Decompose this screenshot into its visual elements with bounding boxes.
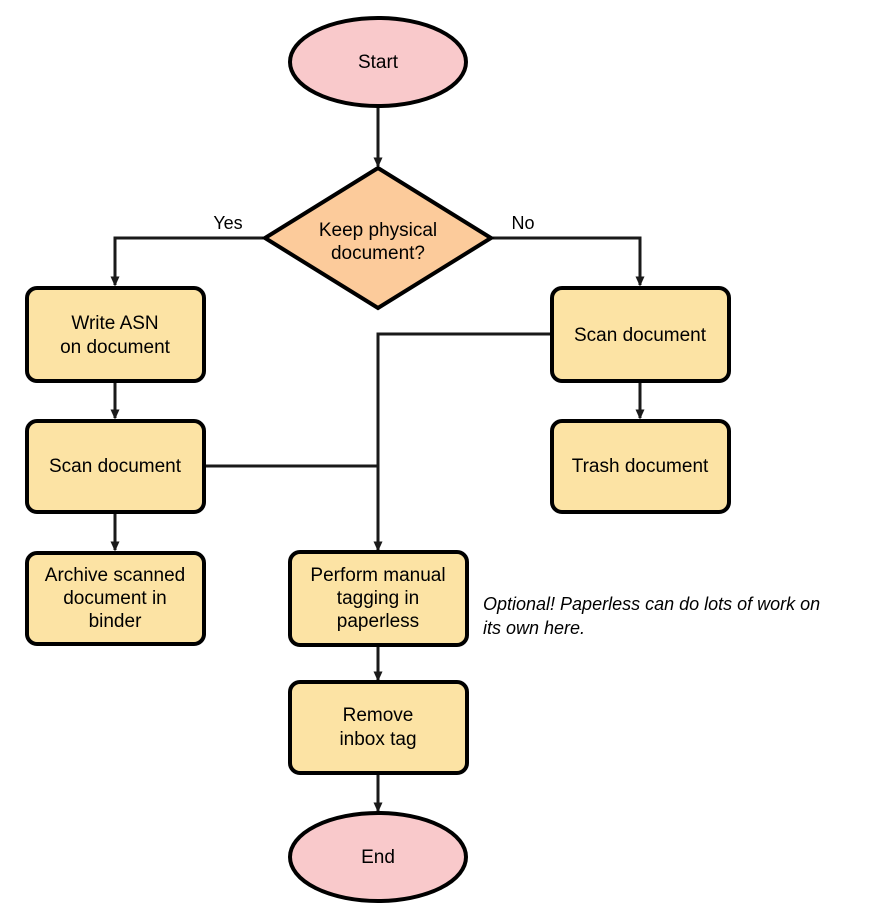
node-start[interactable]: Start [288,16,468,108]
scan-document-left-box[interactable] [25,419,206,514]
remove-inbox-box[interactable] [288,680,469,775]
trash-document-box[interactable] [550,419,731,514]
scan-document-right-box[interactable] [550,286,731,383]
edge-decision-yes-to-write-asn [110,236,265,287]
node-perform-manual-tagging[interactable]: Perform manual tagging in paperless [288,550,469,647]
edge-scan-right-to-tagging [373,332,551,552]
write-asn-box[interactable] [25,286,206,383]
end-ellipse[interactable] [288,811,468,903]
node-remove-inbox-tag[interactable]: Remove inbox tag [288,680,469,775]
node-decision-keep-physical-document[interactable]: Keep physical document? [261,165,495,311]
write-asn-label-line2: on document [60,337,171,358]
archive-label-line2: document in [63,588,167,609]
scan-document-right-label: Scan document [574,325,707,346]
tagging-label-line1: Perform manual [310,565,445,586]
optional-note-line1: Optional! Paperless can do lots of work … [483,594,820,614]
remove-inbox-label-line1: Remove [343,705,414,726]
write-asn-label-line1: Write ASN [71,313,158,334]
edge-decision-no-to-scan-right [491,236,645,287]
start-ellipse[interactable] [288,16,468,108]
decision-label-line1: Keep physical [319,220,437,241]
tagging-label-line3: paperless [337,611,419,632]
trash-document-label: Trash document [572,456,709,477]
edge-label-yes: Yes [213,213,242,233]
node-end[interactable]: End [288,811,468,903]
tagging-box[interactable] [288,550,469,647]
archive-label-line3: binder [89,611,142,632]
archive-label-line1: Archive scanned [45,565,185,586]
node-scan-document-right[interactable]: Scan document [550,286,731,383]
node-archive-scanned-document[interactable]: Archive scanned document in binder [25,551,206,646]
node-trash-document[interactable]: Trash document [550,419,731,514]
node-write-asn-on-document[interactable]: Write ASN on document [25,286,206,383]
decision-label-line2: document? [331,243,425,264]
edge-label-no: No [511,213,534,233]
optional-note-line2: its own here. [483,618,585,638]
node-scan-document-left[interactable]: Scan document [25,419,206,514]
decision-diamond[interactable] [261,165,495,311]
remove-inbox-label-line2: inbox tag [339,729,416,750]
end-label: End [361,847,395,868]
scan-document-left-label: Scan document [49,456,182,477]
connector-layer [110,105,645,813]
tagging-label-line2: tagging in [337,588,419,609]
start-label: Start [358,52,399,73]
archive-box[interactable] [25,551,206,646]
annotation-optional-note: Optional! Paperless can do lots of work … [483,594,820,638]
